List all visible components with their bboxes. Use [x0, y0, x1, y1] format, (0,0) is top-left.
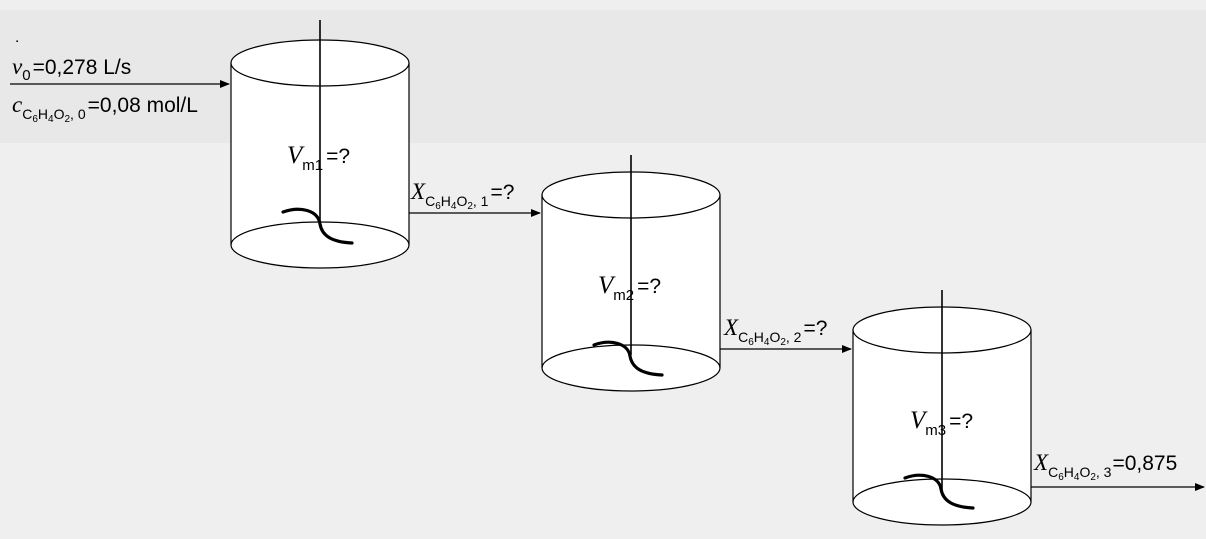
flow-symbol: v	[12, 54, 23, 79]
inlet-concentration-label: cC6H4O2, 0=0,08 mol/L	[12, 92, 198, 125]
conversion-label-1: XC6H4O2, 1=?	[410, 179, 514, 212]
conversion-label-3: XC6H4O2, 3=0,875	[1033, 450, 1177, 483]
reactor-volume-label-1: Vm1=?	[287, 142, 350, 174]
reactor-tank-1	[230, 20, 410, 269]
reactor-tank-2	[541, 155, 721, 392]
impeller-3	[903, 473, 975, 510]
flow-value: =0,278 L/s	[33, 56, 132, 79]
svg-text:v0=0,278 L/s: v0=0,278 L/s	[12, 54, 131, 84]
conc-value: =0,08 mol/L	[88, 94, 198, 117]
flow-dot: ˙	[15, 38, 21, 58]
reactor-tank-3	[852, 290, 1032, 526]
impeller-1	[281, 207, 354, 245]
reactor-volume-label-2: Vm2=?	[598, 272, 661, 304]
flow-subscript: 0	[22, 67, 30, 84]
background-band	[0, 10, 1206, 143]
inlet-flow-label: v0=0,278 L/s ˙	[12, 38, 131, 84]
conc-symbol: c	[12, 92, 22, 117]
conversion-label-2: XC6H4O2, 2=?	[723, 315, 827, 348]
impeller-2	[592, 340, 664, 377]
svg-text:cC6H4O2, 0=0,08 mol/L: cC6H4O2, 0=0,08 mol/L	[12, 92, 198, 125]
reactor-volume-label-3: Vm3=?	[910, 407, 973, 439]
